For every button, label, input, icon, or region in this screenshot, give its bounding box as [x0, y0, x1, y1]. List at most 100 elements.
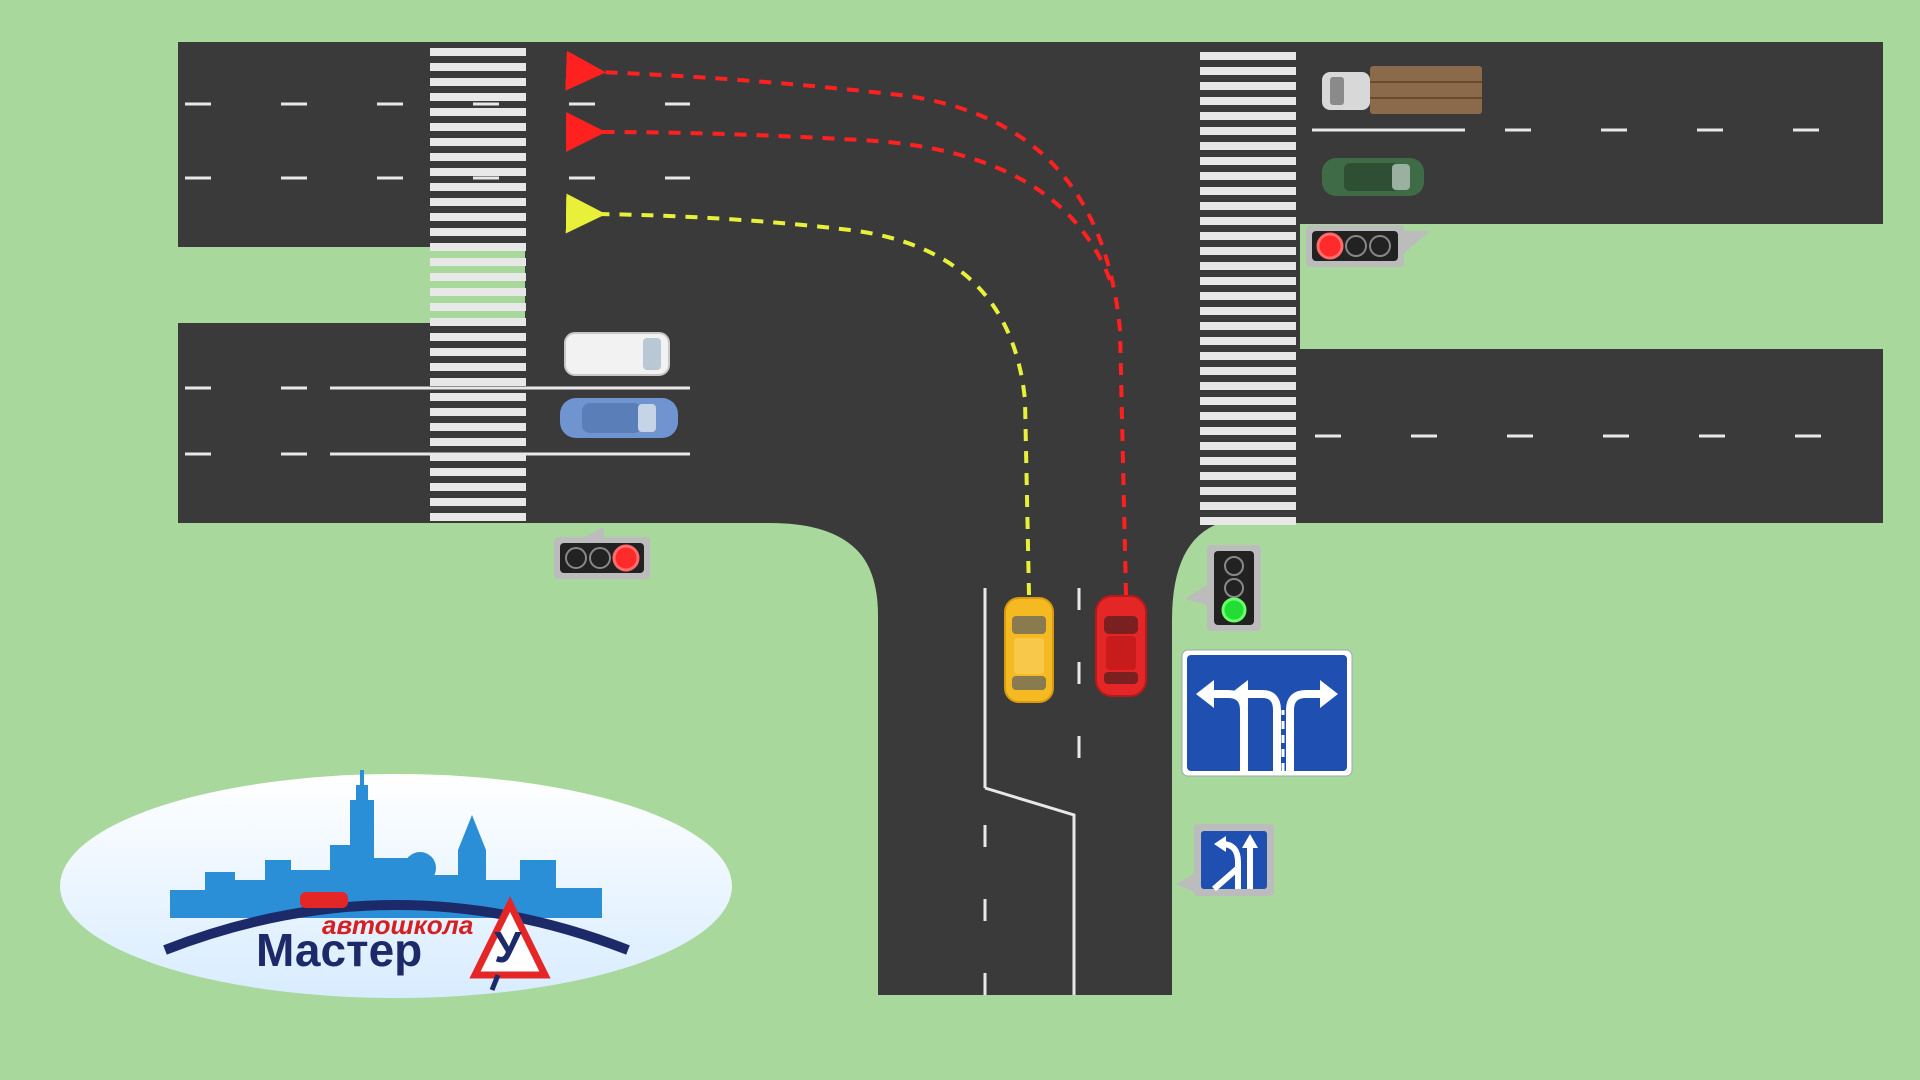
cw-east-stripe-17: [1200, 307, 1296, 315]
cw-west-stripe-9: [430, 183, 526, 191]
cw-west-stripe-15: [430, 273, 526, 281]
vehicle-white-van: [564, 332, 670, 376]
cw-east-stripe-2: [1200, 82, 1296, 90]
cw-east-stripe-30: [1200, 502, 1296, 510]
cw-west-stripe-21: [430, 363, 526, 371]
cw-west-stripe-28: [430, 468, 526, 476]
cw-west-stripe-2: [430, 78, 526, 86]
cw-east-stripe-20: [1200, 352, 1296, 360]
cw-east-stripe-31: [1200, 517, 1296, 525]
cw-west-stripe-0: [430, 48, 526, 56]
traffic-light-south: [1185, 545, 1261, 631]
cw-west-stripe-13: [430, 243, 526, 251]
cw-west-stripe-18: [430, 318, 526, 326]
cw-west-stripe-3: [430, 93, 526, 101]
path-forbidden-outer: [565, 50, 1128, 596]
vehicle-truck: [1322, 66, 1482, 114]
roads: [0, 42, 1920, 1080]
path-forbidden-middle: [565, 111, 1112, 281]
south-shift-line: [984, 786, 1076, 995]
cw-east-stripe-4: [1200, 112, 1296, 120]
warning-triangle-icon: У: [469, 896, 551, 991]
west-light-red: [612, 544, 640, 572]
turn-paths: [565, 50, 1128, 596]
cw-west-stripe-31: [430, 513, 526, 521]
cw-west-stripe-26: [430, 438, 526, 446]
crosswalk-east: [1200, 52, 1296, 525]
cw-east-stripe-18: [1200, 322, 1296, 330]
path-allowed-inner: [565, 193, 1031, 596]
cw-east-stripe-11: [1200, 217, 1296, 225]
logo-big-letter: У: [494, 923, 522, 972]
cw-east-stripe-22: [1200, 382, 1296, 390]
cw-west-stripe-7: [430, 153, 526, 161]
cw-west-stripe-1: [430, 63, 526, 71]
cw-west-stripe-5: [430, 123, 526, 131]
cw-east-stripe-29: [1200, 487, 1296, 495]
cw-west-stripe-29: [430, 483, 526, 491]
cw-west-stripe-10: [430, 198, 526, 206]
cw-west-stripe-27: [430, 453, 526, 461]
cw-east-stripe-16: [1200, 292, 1296, 300]
east-light-red: [1316, 232, 1344, 260]
cw-east-stripe-27: [1200, 457, 1296, 465]
cw-west-stripe-4: [430, 108, 526, 116]
cw-east-stripe-1: [1200, 67, 1296, 75]
east-road-lower: [1300, 349, 1883, 523]
vehicles: [560, 66, 1482, 703]
cw-west-stripe-20: [430, 348, 526, 356]
cw-east-stripe-23: [1200, 397, 1296, 405]
grass-sw-curve: [770, 523, 878, 610]
driving-school-logo: автошкола Мастер У: [60, 770, 732, 998]
cw-east-stripe-15: [1200, 277, 1296, 285]
cw-west-stripe-30: [430, 498, 526, 506]
vehicle-blue-car: [560, 398, 678, 438]
cw-west-stripe-12: [430, 228, 526, 236]
road-curve-se: [1172, 523, 1220, 620]
cw-east-stripe-6: [1200, 142, 1296, 150]
cw-east-stripe-13: [1200, 247, 1296, 255]
logo-small-text: автошкола: [322, 910, 473, 940]
cw-east-stripe-3: [1200, 97, 1296, 105]
grass-se: [1172, 523, 1920, 1080]
cw-west-stripe-6: [430, 138, 526, 146]
cw-east-stripe-25: [1200, 427, 1296, 435]
cw-west-stripe-16: [430, 288, 526, 296]
cw-west-stripe-11: [430, 213, 526, 221]
logo-car-icon: [300, 892, 348, 908]
road-curve-sw: [780, 523, 878, 615]
cw-east-stripe-26: [1200, 442, 1296, 450]
cw-east-stripe-0: [1200, 52, 1296, 60]
cw-east-stripe-21: [1200, 367, 1296, 375]
cw-east-stripe-8: [1200, 172, 1296, 180]
cw-west-stripe-14: [430, 258, 526, 266]
cw-west-stripe-24: [430, 408, 526, 416]
vehicle-green-car: [1322, 158, 1424, 196]
cw-east-stripe-24: [1200, 412, 1296, 420]
cw-east-stripe-10: [1200, 202, 1296, 210]
cw-west-stripe-17: [430, 303, 526, 311]
traffic-light-east: [1306, 225, 1430, 267]
cw-east-stripe-12: [1200, 232, 1296, 240]
road-junction-block: [525, 42, 1300, 523]
cw-west-stripe-22: [430, 378, 526, 386]
cw-east-stripe-28: [1200, 472, 1296, 480]
cw-east-stripe-5: [1200, 127, 1296, 135]
logo-big-text: Мастер: [256, 924, 422, 976]
cw-west-stripe-25: [430, 423, 526, 431]
cw-west-stripe-19: [430, 333, 526, 341]
lane-start-sign: [1176, 824, 1274, 896]
vehicle-red-car: [1095, 595, 1147, 697]
logo-arc: [163, 900, 630, 955]
crosswalk-west: [430, 48, 526, 521]
cw-east-stripe-19: [1200, 337, 1296, 345]
lane-directions-sign: [1181, 649, 1353, 777]
traffic-light-west: [554, 527, 650, 579]
cw-east-stripe-9: [1200, 187, 1296, 195]
lane-markings: [185, 102, 1883, 995]
cw-east-stripe-7: [1200, 157, 1296, 165]
cw-west-stripe-8: [430, 168, 526, 176]
vehicle-yellow-taxi: [1004, 597, 1054, 703]
cw-west-stripe-23: [430, 393, 526, 401]
